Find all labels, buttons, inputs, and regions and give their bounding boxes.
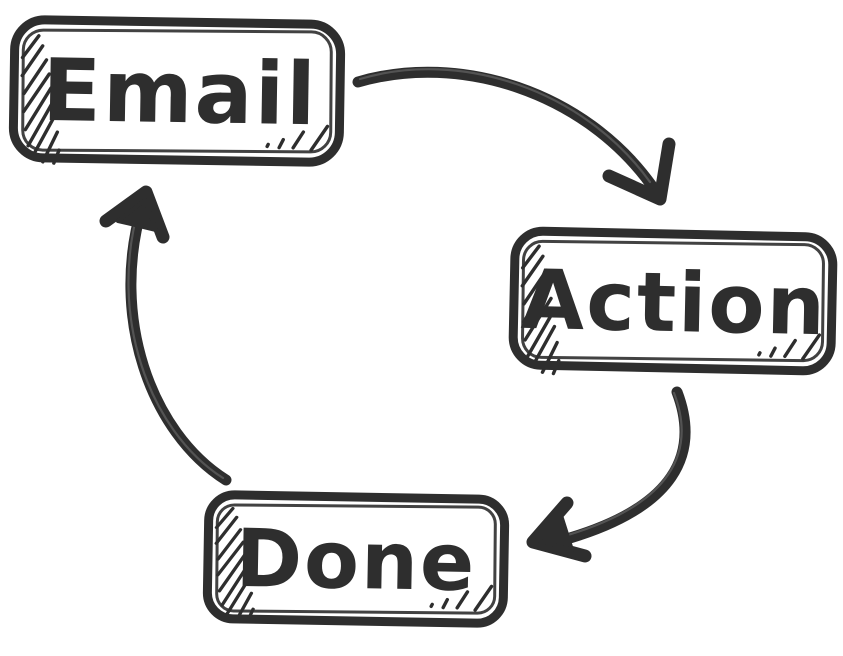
node-action: Action	[508, 226, 838, 376]
arrowhead-fill	[535, 510, 574, 552]
arrowhead-icon	[602, 137, 676, 206]
node-box	[508, 226, 838, 376]
arrow-email-to-action	[352, 66, 676, 206]
node-label: Email	[42, 41, 319, 145]
node-done: Done	[202, 490, 510, 628]
arrow-action-to-done	[526, 386, 691, 563]
node-label: Done	[235, 512, 477, 609]
node-email: Email	[8, 15, 346, 167]
arrow-shaft	[564, 386, 691, 544]
arrow-shaft	[352, 66, 658, 192]
node-box-inner-line	[21, 28, 333, 154]
arrowhead-fill	[116, 198, 158, 232]
arrow-shaft-texture	[566, 391, 683, 537]
arrowhead-icon	[99, 185, 170, 244]
node-label: Action	[520, 253, 828, 354]
node-box	[202, 490, 510, 628]
node-box-inner-line	[521, 239, 825, 363]
arrow-done-to-email	[99, 185, 232, 486]
node-box	[8, 15, 346, 167]
arrow-shaft-texture	[358, 68, 652, 184]
arrow-shaft	[125, 201, 232, 486]
arrow-shaft-texture	[127, 205, 225, 480]
